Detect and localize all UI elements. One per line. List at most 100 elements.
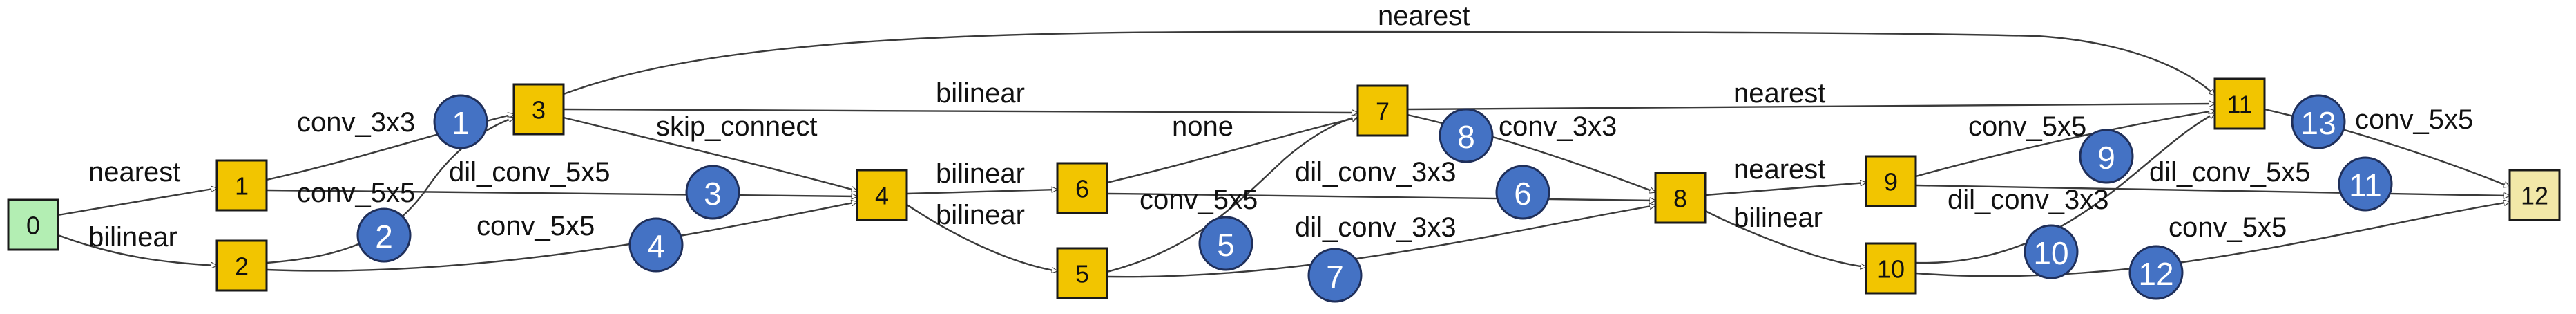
node-box <box>1056 247 1108 299</box>
badge-circle <box>2291 94 2346 149</box>
badge-number: 7 <box>1326 259 1344 295</box>
badge-number: 4 <box>647 228 665 264</box>
node-label: 2 <box>235 252 249 281</box>
edge-6-to-8 <box>1106 192 1655 201</box>
node-10: 10 <box>1865 242 1917 295</box>
edge-4-to-5 <box>906 203 1057 271</box>
edge-label-3-to-11: nearest <box>1378 1 1470 31</box>
badge-circle <box>1439 108 1494 163</box>
edge-label-6-to-7: none <box>1172 111 1233 142</box>
node-12: 12 <box>2508 169 2561 221</box>
node-7: 7 <box>1356 84 1409 137</box>
edge-label-11-to-12: conv_5x5 <box>2355 104 2473 135</box>
badge-number: 5 <box>1217 227 1235 263</box>
node-0: 0 <box>7 198 59 251</box>
edge-9-to-12 <box>1915 184 2510 196</box>
node-box <box>512 83 565 136</box>
edge-label-1-to-3: conv_3x3 <box>297 107 415 138</box>
edge-badge-7: 7 <box>1307 248 1363 303</box>
edge-label-8-to-9: nearest <box>1733 154 1825 185</box>
node-label: 1 <box>235 172 249 201</box>
badge-circle <box>1307 248 1363 303</box>
edge-badge-1: 1 <box>433 94 488 149</box>
edge-label-4-to-6: bilinear <box>936 158 1025 189</box>
edge-label-9-to-11: conv_5x5 <box>1968 111 2086 142</box>
node-box <box>1865 242 1917 295</box>
badge-number: 8 <box>1457 119 1475 155</box>
node-box <box>2508 169 2561 221</box>
edge-label-6-to-8: dil_conv_3x3 <box>1295 157 1457 187</box>
node-1: 1 <box>215 159 268 212</box>
node-2: 2 <box>215 239 268 292</box>
edge-0-to-1 <box>57 188 217 216</box>
node-4: 4 <box>856 169 908 221</box>
node-box <box>7 198 59 251</box>
badge-number: 9 <box>2097 140 2115 176</box>
edge-10-to-12 <box>1915 202 2510 277</box>
node-label: 11 <box>2227 91 2252 119</box>
node-8: 8 <box>1654 172 1707 224</box>
badge-circle <box>1495 165 1550 220</box>
node-label: 3 <box>532 96 546 124</box>
edge-label-3-to-7: bilinear <box>936 78 1025 109</box>
edge-label-4-to-5: bilinear <box>936 200 1025 230</box>
edge-badge-2: 2 <box>356 207 412 263</box>
badge-circle <box>433 94 488 149</box>
edge-badge-6: 6 <box>1495 165 1550 220</box>
edge-6-to-7 <box>1106 118 1358 184</box>
badge-number: 6 <box>1514 176 1532 212</box>
edge-5-to-8 <box>1106 205 1655 278</box>
edge-label-3-to-4: skip_connect <box>656 111 817 142</box>
edge-label-10-to-12: conv_5x5 <box>2169 212 2287 243</box>
edge-label-5-to-8: dil_conv_3x3 <box>1295 212 1457 243</box>
edge-label-10-to-11: dil_conv_3x3 <box>1948 185 2109 215</box>
edge-3-to-11 <box>563 30 2215 95</box>
edge-9-to-11 <box>1915 111 2215 178</box>
edge-badge-5: 5 <box>1198 216 1253 271</box>
edge-label-2-to-4: conv_5x5 <box>477 211 595 241</box>
badge-number: 11 <box>2349 167 2382 203</box>
node-box <box>1865 155 1917 207</box>
edge-8-to-10 <box>1704 210 1866 267</box>
node-label: 7 <box>1376 98 1390 126</box>
node-box <box>2213 77 2266 130</box>
node-3: 3 <box>512 83 565 136</box>
badge-circle <box>356 207 412 263</box>
edge-label-7-to-8: conv_3x3 <box>1499 111 1617 142</box>
badge-circle <box>2338 156 2393 212</box>
edge-badge-3: 3 <box>685 165 740 220</box>
badge-circle <box>2128 245 2184 300</box>
node-box <box>215 159 268 212</box>
node-label: 8 <box>1673 185 1687 213</box>
edge-0-to-2 <box>57 234 217 266</box>
edge-label-9-to-12: dil_conv_5x5 <box>2149 157 2311 187</box>
edge-1-to-4 <box>266 189 857 196</box>
node-label: 6 <box>1075 175 1089 203</box>
badge-number: 3 <box>704 176 722 212</box>
badge-number: 10 <box>2033 235 2068 271</box>
node-label: 12 <box>2521 182 2548 210</box>
badge-circle <box>2079 129 2134 184</box>
node-6: 6 <box>1056 162 1108 214</box>
badge-circle <box>2024 224 2079 279</box>
node-label: 4 <box>875 182 889 210</box>
badge-number: 13 <box>2300 105 2336 141</box>
edge-badge-12: 12 <box>2128 245 2184 300</box>
edge-label-8-to-10: bilinear <box>1733 203 1823 233</box>
edge-2-to-4 <box>266 202 857 272</box>
edge-badge-4: 4 <box>628 217 684 273</box>
node-box <box>215 239 268 292</box>
edge-4-to-6 <box>906 190 1057 195</box>
node-box <box>1654 172 1707 224</box>
badge-circle <box>1198 216 1253 271</box>
edge-badge-13: 13 <box>2291 94 2346 149</box>
node-label: 10 <box>1877 255 1905 284</box>
edge-badge-11: 11 <box>2338 156 2393 212</box>
node-11: 11 <box>2213 77 2266 130</box>
edge-label-0-to-2: bilinear <box>88 222 177 252</box>
edge-label-1-to-4: conv_5x5 <box>297 178 415 208</box>
badge-circle <box>685 165 740 220</box>
edge-label-7-to-11: nearest <box>1733 78 1825 109</box>
node-5: 5 <box>1056 247 1108 299</box>
edge-label-5-to-7: conv_5x5 <box>1140 185 1258 215</box>
